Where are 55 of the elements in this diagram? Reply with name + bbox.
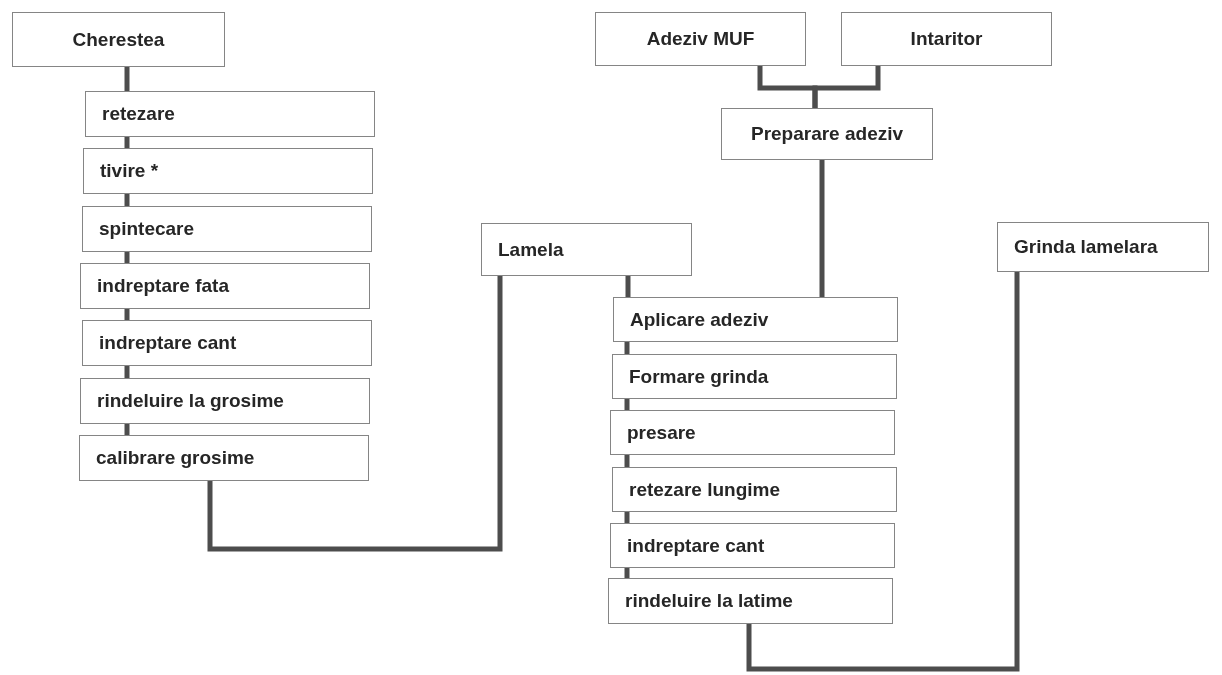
process-box bbox=[82, 206, 372, 252]
connector-line bbox=[746, 272, 1020, 672]
box-label: Aplicare adeziv bbox=[630, 308, 769, 331]
process-box bbox=[595, 12, 806, 66]
connector-line bbox=[812, 66, 881, 108]
box-label: Grinda lamelara bbox=[1014, 236, 1158, 258]
process-box bbox=[997, 222, 1209, 272]
process-box bbox=[610, 523, 895, 568]
connector-line bbox=[624, 512, 630, 523]
box-label: indreptare cant bbox=[627, 534, 765, 557]
box-label: tivire * bbox=[100, 160, 159, 182]
box-label: Cherestea bbox=[72, 28, 165, 51]
process-box bbox=[79, 435, 369, 481]
connector-line bbox=[124, 424, 130, 435]
box-label: rindeluire la grosime bbox=[97, 390, 284, 412]
process-box bbox=[613, 297, 898, 342]
connector-line bbox=[207, 276, 503, 552]
connector-line bbox=[624, 342, 630, 354]
process-box bbox=[82, 320, 372, 366]
box-label: indreptare fata bbox=[97, 275, 229, 297]
process-box bbox=[612, 467, 897, 512]
box-label: retezare lungime bbox=[629, 478, 780, 501]
connector-line bbox=[124, 137, 130, 148]
box-label: retezare bbox=[102, 103, 175, 125]
box-label: indreptare cant bbox=[99, 332, 237, 354]
connector-line bbox=[624, 399, 630, 410]
process-box bbox=[841, 12, 1052, 66]
box-label: spintecare bbox=[99, 218, 195, 240]
process-box bbox=[612, 354, 897, 399]
box-label: Preparare adeziv bbox=[750, 123, 904, 145]
box-label: calibrare grosime bbox=[96, 447, 255, 469]
process-box bbox=[608, 578, 893, 624]
process-box bbox=[85, 91, 375, 137]
process-box bbox=[83, 148, 373, 194]
connector-line bbox=[124, 194, 130, 206]
box-label: rindeluire la latime bbox=[625, 590, 793, 612]
connector-line bbox=[819, 160, 825, 297]
connector-line bbox=[625, 276, 631, 297]
connector-line bbox=[624, 568, 630, 578]
process-box bbox=[481, 223, 692, 276]
box-label: Formare grinda bbox=[629, 365, 769, 388]
connector-line bbox=[624, 455, 630, 467]
process-box bbox=[80, 378, 370, 424]
connector-line bbox=[124, 252, 130, 263]
box-label: presare bbox=[627, 421, 696, 444]
box-label: Adeziv MUF bbox=[646, 28, 755, 50]
process-box bbox=[721, 108, 933, 160]
connector-line bbox=[124, 67, 130, 91]
connector-line bbox=[124, 366, 130, 378]
process-box bbox=[80, 263, 370, 309]
box-label: Intaritor bbox=[910, 28, 983, 50]
process-box bbox=[12, 12, 225, 67]
process-box bbox=[610, 410, 895, 455]
box-label: Lamela bbox=[498, 238, 564, 261]
connector-line bbox=[124, 309, 130, 320]
